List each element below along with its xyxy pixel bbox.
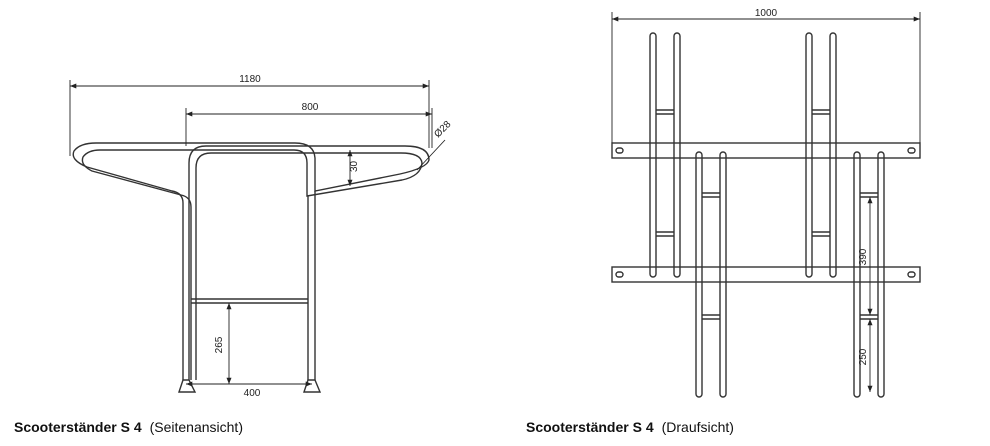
side-frame-outer bbox=[72, 142, 430, 380]
dim-390: 390 bbox=[858, 248, 869, 265]
dim-265: 265 bbox=[214, 336, 225, 353]
side-leg-right bbox=[307, 191, 316, 380]
hoop-upper-right bbox=[805, 32, 837, 278]
caption-top-subtitle: (Draufsicht) bbox=[661, 419, 734, 435]
caption-top-title: Scooterständer S 4 bbox=[526, 419, 654, 435]
dim-1000: 1000 bbox=[755, 8, 778, 19]
dim-400: 400 bbox=[244, 388, 261, 399]
hoop-upper-left bbox=[649, 32, 681, 278]
dim-30: 30 bbox=[349, 160, 360, 172]
caption-side-title: Scooterständer S 4 bbox=[14, 419, 142, 435]
dim-1180: 1180 bbox=[239, 74, 261, 85]
side-crossbar bbox=[191, 298, 308, 304]
rail-lower bbox=[611, 266, 921, 283]
dim-250: 250 bbox=[858, 348, 869, 365]
side-view: 1180 800 Ø28 30 265 400 bbox=[69, 74, 454, 399]
caption-side-subtitle: (Seitenansicht) bbox=[149, 419, 243, 435]
dim-diameter: Ø28 bbox=[432, 119, 453, 140]
side-foot-right bbox=[303, 379, 322, 393]
hoop-lower-right bbox=[853, 151, 885, 398]
caption-side-view: Scooterständer S 4 (Seitenansicht) bbox=[14, 419, 243, 435]
top-view: 1000 390 250 bbox=[611, 8, 921, 398]
hoop-lower-left bbox=[695, 151, 727, 398]
rail-upper bbox=[611, 142, 921, 159]
caption-top-view: Scooterständer S 4 (Draufsicht) bbox=[526, 419, 734, 435]
dim-800: 800 bbox=[302, 102, 319, 113]
side-frame-inner bbox=[81, 149, 423, 380]
side-foot-left bbox=[178, 379, 197, 393]
